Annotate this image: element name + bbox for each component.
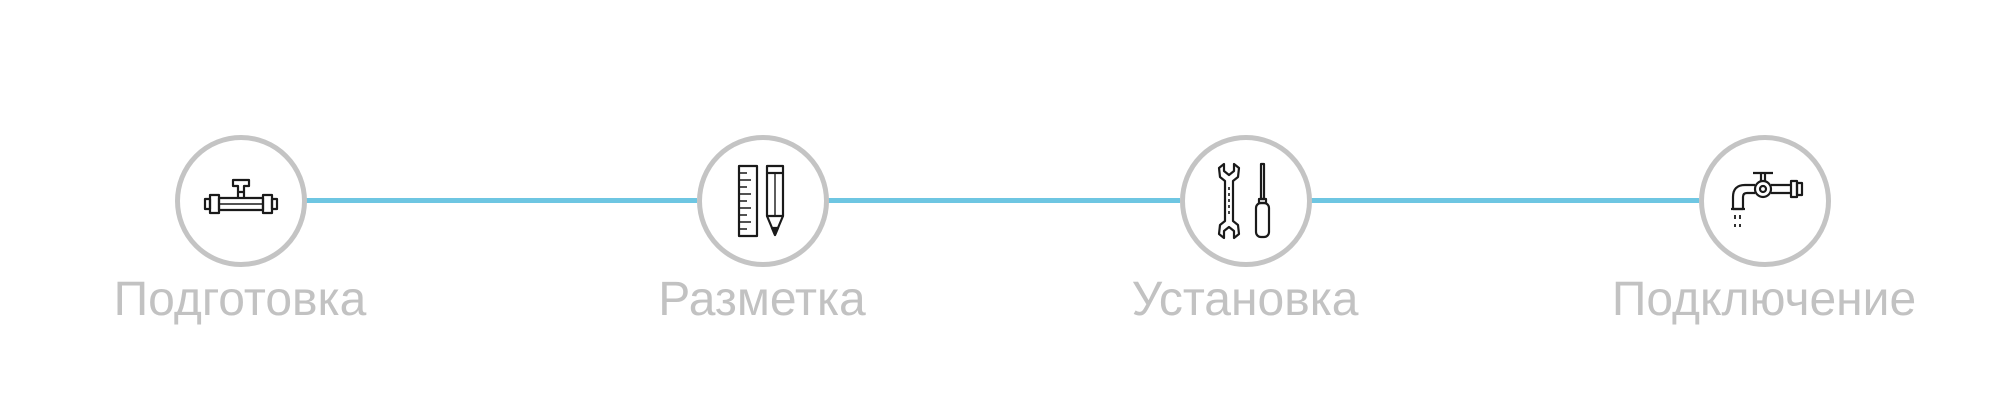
ruler-pencil-icon <box>737 164 785 238</box>
step-1-circle[interactable] <box>175 135 307 267</box>
pipe-valve-icon <box>203 178 279 215</box>
connector-line-3 <box>1310 198 1699 203</box>
step-4-label: Подключение <box>1611 273 1917 326</box>
wrench-screwdriver-icon <box>1217 162 1271 240</box>
step-2-label: Разметка <box>658 273 866 326</box>
step-3-circle[interactable] <box>1180 135 1312 267</box>
connector-line-2 <box>827 198 1180 203</box>
connector-line-1 <box>305 198 697 203</box>
step-2-circle[interactable] <box>697 135 829 267</box>
step-3-label: Установка <box>1131 273 1359 326</box>
step-1-label: Подготовка <box>113 273 367 326</box>
step-4-circle[interactable] <box>1699 135 1831 267</box>
faucet-icon <box>1731 171 1804 227</box>
